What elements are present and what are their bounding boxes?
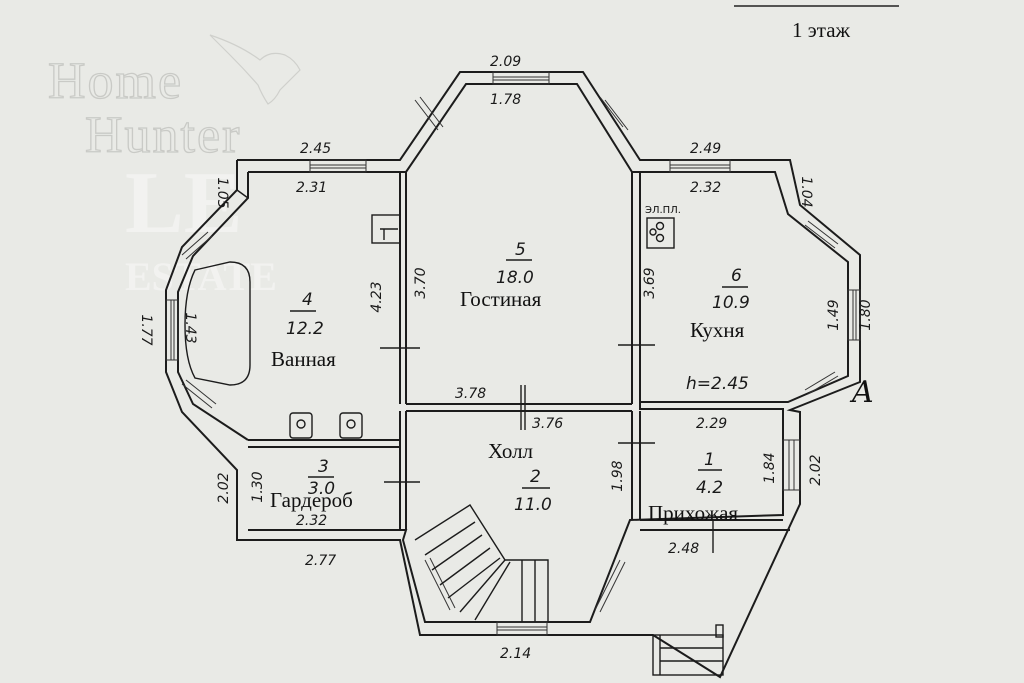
room-name: Гардероб <box>270 488 353 512</box>
window-top <box>492 71 550 85</box>
watermark-hunter: Hunter <box>85 107 241 164</box>
room-name: Ванная <box>271 347 336 371</box>
dim-bath-left-inner: 1.43 <box>182 312 198 343</box>
room-number: 3 <box>318 457 329 477</box>
entrance-steps <box>652 624 724 676</box>
dim-entry-bottom: 2.48 <box>668 541 699 557</box>
section-mark: A <box>849 375 874 410</box>
bath-bay-walls <box>177 172 249 441</box>
dim-bath-right: 4.23 <box>369 281 385 312</box>
dim-bottom-center: 2.14 <box>500 646 531 662</box>
room-5-living: 5 18.0 Гостиная <box>460 240 542 311</box>
stove-label: ЭЛ.ПЛ. <box>645 205 681 216</box>
dim-bath-left-upper: 1.05 <box>214 177 230 208</box>
room-number: 4 <box>302 290 313 310</box>
dim-wardrobe-bottom-inner: 2.32 <box>296 513 327 529</box>
room-number: 1 <box>704 450 715 470</box>
bathtub <box>184 261 251 386</box>
room-area: 11.0 <box>514 495 552 515</box>
window-bath-top <box>309 159 367 173</box>
ceiling-height: h=2.45 <box>686 374 749 394</box>
stove: ЭЛ.ПЛ. <box>645 205 681 249</box>
dim-top-inner: 1.78 <box>490 92 521 108</box>
room-4-bathroom: 4 12.2 Ванная <box>271 290 336 371</box>
dim-hall-top: 3.76 <box>532 416 563 432</box>
dim-living-bottom: 3.78 <box>455 386 486 402</box>
watermark-logo-estate: ESTATE <box>125 254 277 299</box>
room-number: 6 <box>731 266 742 286</box>
dim-bath-left-outer: 1.77 <box>138 314 154 345</box>
dim-entry-right-inner: 1.84 <box>762 452 778 483</box>
window-bottom <box>496 621 548 636</box>
dim-top-outer: 2.09 <box>490 54 521 70</box>
dim-bath-top-inner: 2.31 <box>296 180 327 196</box>
sinks <box>289 412 363 439</box>
room-number: 5 <box>515 240 526 260</box>
dim-kitchen-right-outer: 1.80 <box>858 299 874 330</box>
room-area: 3.0 <box>308 479 335 499</box>
window-kitchen-top <box>669 159 731 173</box>
window-bath-left <box>165 299 179 361</box>
staircase <box>414 504 549 622</box>
dim-kitchen-top-outer: 2.49 <box>690 141 721 157</box>
dim-entry-top: 2.29 <box>696 416 727 432</box>
dim-wardrobe-left-inner: 1.30 <box>250 471 266 502</box>
window-kitchen-right <box>847 289 861 341</box>
water-heater <box>371 214 401 244</box>
watermark-home: Home <box>48 53 183 110</box>
dim-kitchen-top-inner: 2.32 <box>690 180 721 196</box>
dim-bottom-left-outer: 2.77 <box>305 553 336 569</box>
room-number: 2 <box>530 467 541 487</box>
eagle-icon <box>209 34 301 105</box>
window-entry-right <box>782 439 801 491</box>
room-area: 4.2 <box>696 478 723 498</box>
dim-living-right: 3.69 <box>642 267 658 298</box>
room-area: 10.9 <box>712 293 750 313</box>
room-3-wardrobe: 3 3.0 Гардероб <box>270 457 353 512</box>
room-name: Кухня <box>690 318 745 342</box>
room-1-entry: 1 4.2 Прихожая <box>648 450 738 525</box>
room-name: Холл <box>488 439 533 463</box>
room-name: Прихожая <box>648 501 738 525</box>
watermark: Home Hunter LE ESTATE <box>47 34 301 299</box>
room-area: 18.0 <box>496 268 534 288</box>
dimension-labels: 2.09 1.78 2.45 2.31 2.49 2.32 3.78 3.76 … <box>138 54 874 662</box>
room-6-kitchen: 6 10.9 Кухня h=2.45 <box>686 266 750 394</box>
partitions <box>248 172 790 553</box>
dim-living-left: 3.70 <box>413 267 429 298</box>
dim-kitchen-right-inner: 1.49 <box>826 299 842 330</box>
windows <box>165 71 861 636</box>
floor-label: 1 этаж <box>792 18 851 42</box>
room-name: Гостиная <box>460 287 542 311</box>
dim-wardrobe-left-outer: 2.02 <box>216 472 232 503</box>
room-2-hall: Холл 2 11.0 <box>488 439 552 515</box>
inner-wall-outline <box>248 83 849 623</box>
dim-hall-right: 1.98 <box>610 460 626 491</box>
dim-kitchen-right-upper: 1.04 <box>798 176 814 207</box>
dim-entry-right-outer: 2.02 <box>808 454 824 485</box>
room-area: 12.2 <box>286 319 324 339</box>
outer-wall-outline <box>165 71 861 679</box>
dim-bath-top-outer: 2.45 <box>300 141 331 157</box>
